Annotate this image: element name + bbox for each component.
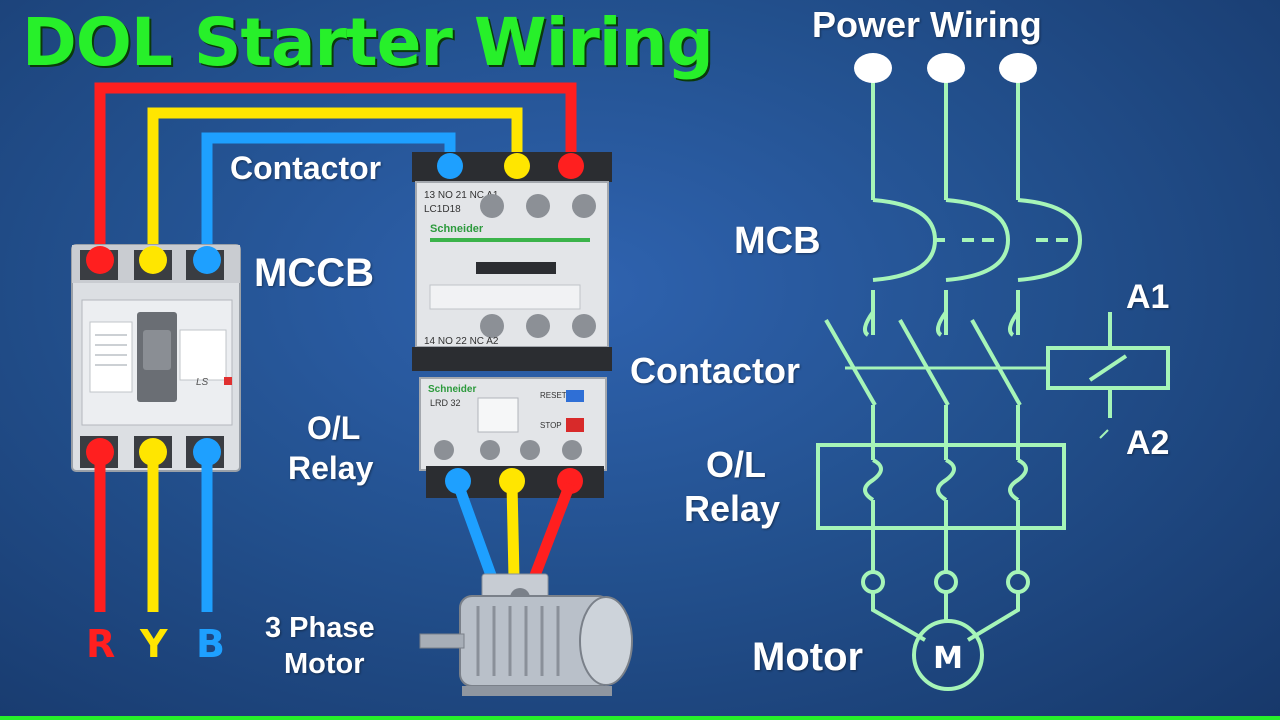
bottom-accent-line [0,716,1280,720]
three-phase-motor [419,573,633,696]
motor-symbol: M [933,641,963,676]
contactor-terminals-bottom: 14 NO 22 NC A2 [424,336,499,347]
contactor-label: Contactor [230,150,382,186]
ol-terminal-y [499,468,525,494]
ol-relay-label-line2: Relay [288,450,374,486]
mccb-terminal-y-top [139,246,167,274]
power-wiring-schematic [816,78,1170,691]
phase-label-r: R [86,622,116,666]
coil-marker [1099,429,1109,439]
contactor-terminal-r [558,153,584,179]
ol-relay-label-line1: O/L [307,410,361,446]
supply-terminal-2 [927,53,965,83]
schematic-contactor-label: Contactor [630,350,800,391]
mccb-label: MCCB [254,251,374,295]
wire-b-top [201,132,456,258]
wire-r-motor [528,482,576,580]
mccb-terminal-b-bottom [193,438,221,466]
page-title: DOL Starter Wiring [22,4,714,81]
contactor-brand: Schneider [430,223,484,235]
motor-label-line1: 3 Phase [265,612,375,644]
contactor-terminal-b [437,153,463,179]
phase-label-y: Y [140,622,168,666]
wire-b-motor [452,482,498,580]
contactor-terminal-y [504,153,530,179]
ol-model: LRD 32 [430,398,461,408]
mccb-terminal-r-bottom [86,438,114,466]
contactor-terminals-top: 13 NO 21 NC A1 [424,190,499,201]
mccb-brand: LS [196,377,209,388]
mccb-terminal-b-top [193,246,221,274]
schematic-motor-label: Motor [752,635,864,679]
ol-stop-label: STOP [540,421,562,430]
phase-label-b: B [196,622,225,666]
wire-y-top [147,107,523,258]
motor-label-line2: Motor [284,648,365,680]
wire-r-top [94,82,577,258]
wire-y-motor [506,483,520,579]
schematic-ol-label-line1: O/L [706,444,766,485]
mccb-device: LS [71,244,241,472]
power-wiring-label: Power Wiring [812,4,1042,45]
contactor-model: LC1D18 [424,204,461,215]
mccb-terminal-r-top [86,246,114,274]
supply-terminal-1 [854,53,892,83]
ol-brand: Schneider [428,384,476,395]
mcb-label: MCB [734,220,821,262]
schematic-ol-label-line2: Relay [684,488,781,529]
coil-a2-label: A2 [1126,424,1170,462]
ol-reset-label: RESET [540,391,567,400]
coil-a1-label: A1 [1126,278,1170,316]
contactor-device: 13 NO 21 NC A1 LC1D18 Schneider 14 NO 22… [412,152,612,371]
supply-terminal-3 [999,53,1037,83]
mccb-terminal-y-bottom [139,438,167,466]
